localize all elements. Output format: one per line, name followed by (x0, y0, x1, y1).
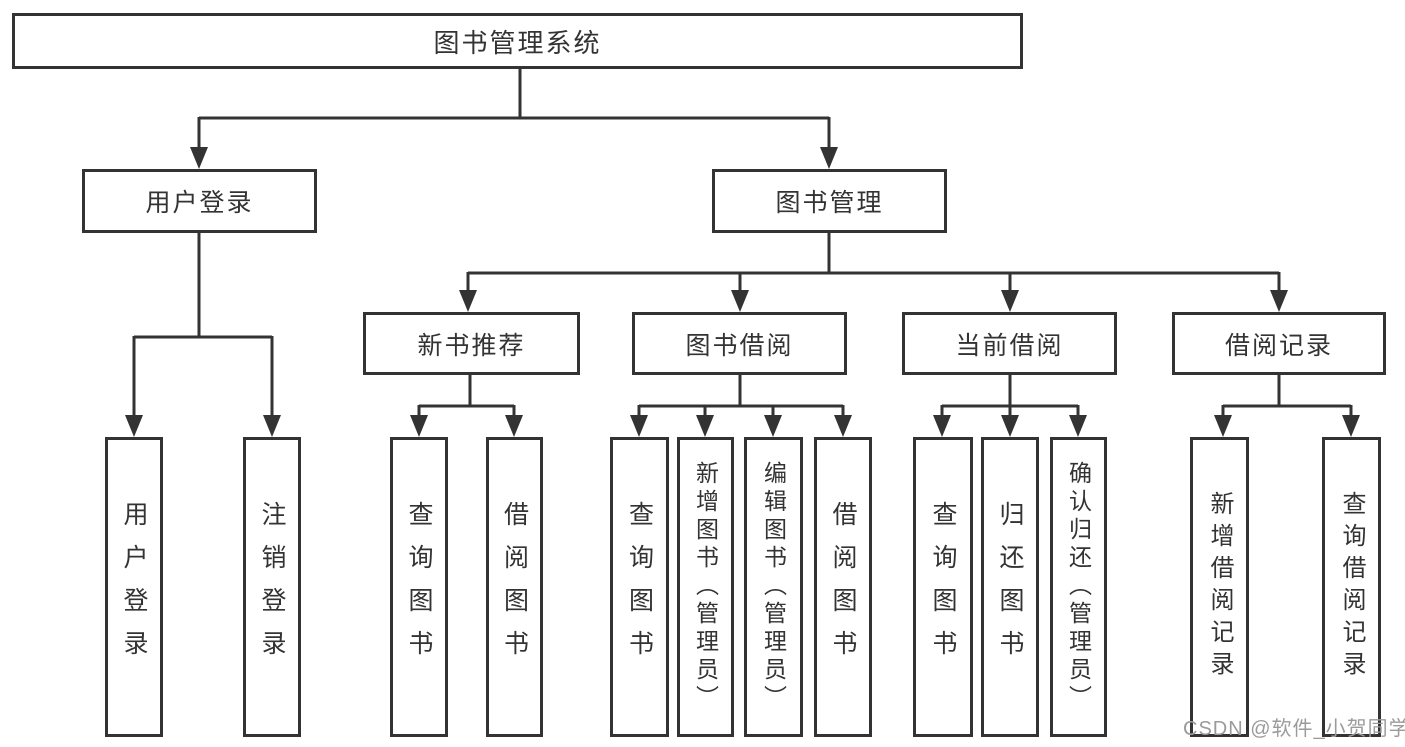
node-book-management: 图书管理 (712, 169, 947, 233)
leaf-borrow-query-book: 查询图书 (610, 437, 669, 737)
connector-bookborrow-to-leaves (637, 375, 845, 417)
node-label: 借阅图书 (500, 501, 529, 673)
connector-borrowrecord-to-leaves (1221, 375, 1353, 417)
connector-bookmgmt-to-level3 (466, 233, 1281, 292)
connector-newbookrec-to-leaves (417, 375, 516, 417)
arrow-down-icon (1069, 415, 1087, 437)
node-label: 归还图书 (996, 501, 1024, 673)
connector-userlogin-to-leaves (132, 233, 274, 417)
node-label: 图书管理 (775, 189, 884, 217)
leaf-recommend-query-book: 查询图书 (390, 437, 448, 737)
node-label: 新增借阅记录 (1206, 491, 1233, 683)
arrow-down-icon (459, 290, 477, 312)
node-label: 注销登录 (258, 501, 286, 673)
node-borrow-record: 借阅记录 (1172, 312, 1386, 375)
node-label: 新增图书（管理员） (692, 461, 719, 713)
node-label: 图书管理系统 (433, 27, 602, 58)
node-label: 借阅记录 (1224, 331, 1333, 360)
leaf-logout: 注销登录 (243, 437, 301, 737)
leaf-borrow-edit-book-admin: 编辑图书（管理员） (744, 437, 803, 737)
leaf-record-query-borrow-record: 查询借阅记录 (1322, 437, 1381, 737)
node-label: 当前借阅 (955, 331, 1064, 360)
arrow-down-icon (696, 415, 714, 437)
node-label: 图书借阅 (685, 331, 794, 360)
leaf-user-login: 用户登录 (105, 437, 163, 737)
arrow-down-icon (1270, 290, 1288, 312)
leaf-current-confirm-return-admin: 确认归还（管理员） (1050, 437, 1107, 737)
leaf-borrow-borrow-book: 借阅图书 (814, 437, 872, 737)
node-label: 查询借阅记录 (1338, 491, 1365, 683)
node-label: 确认归还（管理员） (1065, 461, 1092, 713)
leaf-current-return-book: 归还图书 (981, 437, 1039, 737)
connector-currentborrow-to-leaves (940, 375, 1080, 417)
node-new-book-recommend: 新书推荐 (363, 312, 580, 375)
arrow-down-icon (1214, 415, 1232, 437)
node-label: 新书推荐 (417, 331, 526, 360)
node-label: 查询图书 (929, 501, 957, 673)
arrow-down-icon (820, 147, 838, 169)
node-root: 图书管理系统 (12, 13, 1023, 69)
arrow-down-icon (1001, 415, 1019, 437)
arrow-down-icon (190, 147, 208, 169)
arrow-down-icon (410, 415, 428, 437)
arrow-down-icon (505, 415, 523, 437)
leaf-current-query-book: 查询图书 (913, 437, 973, 737)
node-user-login: 用户登录 (82, 169, 317, 233)
node-label: 查询图书 (405, 501, 433, 673)
node-current-borrow: 当前借阅 (902, 312, 1117, 375)
arrow-down-icon (731, 290, 749, 312)
arrow-down-icon (764, 415, 782, 437)
arrow-down-icon (1342, 415, 1360, 437)
node-label: 借阅图书 (829, 501, 857, 673)
leaf-recommend-borrow-book: 借阅图书 (486, 437, 543, 737)
node-book-borrow: 图书借阅 (632, 312, 847, 375)
node-label: 编辑图书（管理员） (760, 461, 787, 713)
node-label: 用户登录 (145, 189, 254, 217)
arrow-down-icon (933, 415, 951, 437)
arrow-down-icon (263, 415, 281, 437)
connector-root-to-level2 (197, 69, 831, 150)
watermark: CSDN @软件_小贺同学 (1183, 718, 1405, 740)
arrow-down-icon (125, 415, 143, 437)
arrow-down-icon (630, 415, 648, 437)
leaf-borrow-add-book-admin: 新增图书（管理员） (677, 437, 734, 737)
arrow-down-icon (834, 415, 852, 437)
arrow-down-icon (1001, 290, 1019, 312)
node-label: 用户登录 (120, 501, 148, 673)
leaf-record-add-borrow-record: 新增借阅记录 (1190, 437, 1249, 737)
node-label: 查询图书 (625, 501, 654, 673)
